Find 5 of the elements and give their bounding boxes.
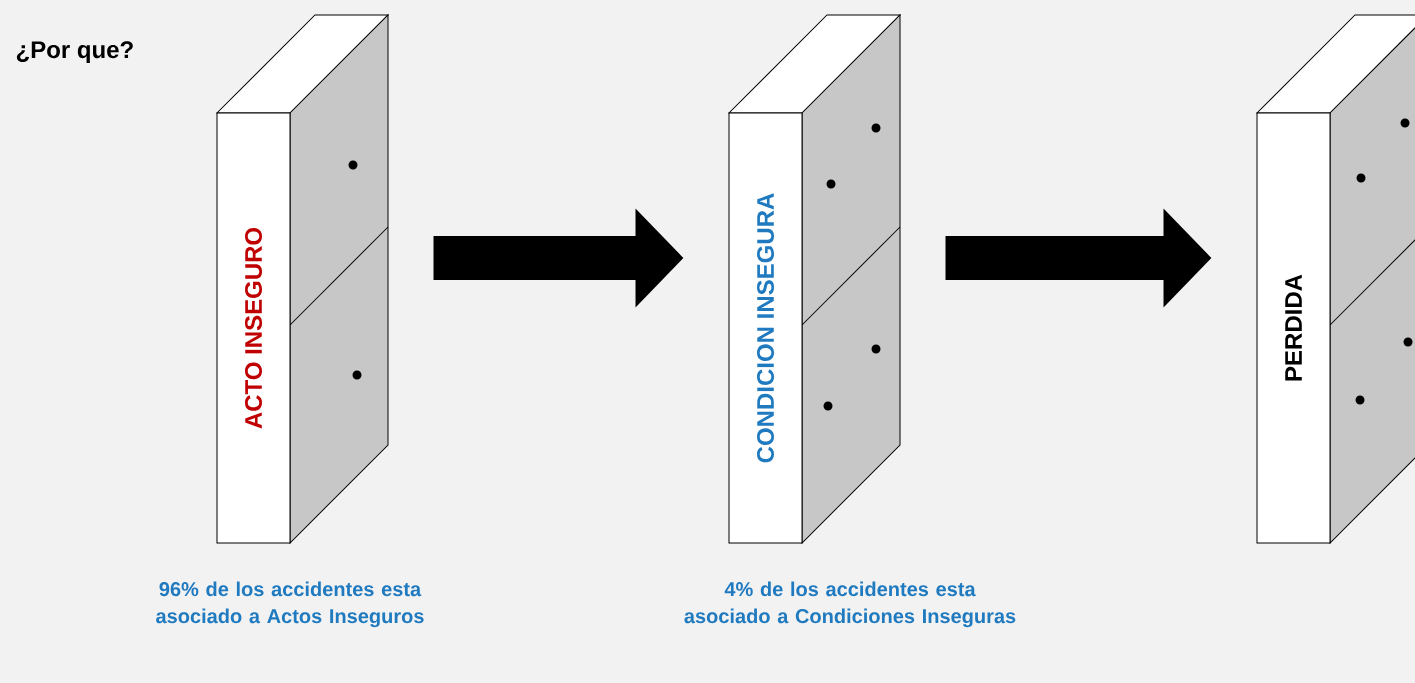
domino-front-face: CONDICION INSEGURA	[728, 112, 803, 544]
heading: ¿Por que?	[16, 41, 133, 63]
caption-text: 96% de los accidentes esta asociado a Actos Inseguros	[156, 581, 424, 628]
domino-front-face: ACTO INSEGURO	[216, 112, 291, 544]
caption-text: 4% de los accidentes esta asociado a Condiciones Inseguras	[684, 581, 1016, 628]
